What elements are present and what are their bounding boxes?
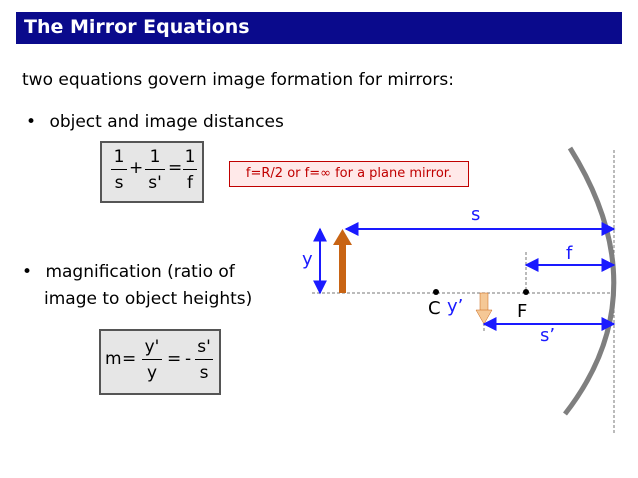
label-y-prime: y’ — [447, 296, 464, 317]
fraction-1-over-f: 1 f — [183, 146, 197, 194]
title-bar: The Mirror Equations — [16, 12, 622, 44]
fraction-numerator: s' — [197, 337, 211, 357]
fraction-bar — [145, 169, 165, 170]
fraction-bar — [111, 169, 127, 170]
bullet-magnification: • magnification (ratio of image to objec… — [22, 259, 252, 313]
concave-mirror — [563, 146, 617, 416]
image-arrow-shaft — [479, 292, 489, 312]
minus-sign: - — [185, 349, 192, 369]
fraction-denominator: s — [199, 363, 209, 383]
fraction-y-prime-over-y: y' y — [142, 336, 162, 384]
label-s: s — [471, 204, 481, 225]
fraction-denominator: s — [114, 173, 124, 193]
label-focal-point: F — [517, 301, 528, 322]
magnification-equation-box: m = y' y = - s' s — [99, 329, 221, 395]
fraction-denominator: f — [187, 173, 193, 193]
bullet-marker: • — [26, 112, 37, 132]
mirror-equation-box: 1 s + 1 s' = 1 f — [100, 141, 204, 203]
intro-text: two equations govern image formation for… — [22, 70, 454, 90]
image-arrow-head — [475, 309, 493, 325]
equals-sign: = — [122, 349, 137, 369]
object-arrow-shaft — [339, 243, 346, 293]
fraction-bar — [195, 359, 213, 360]
fraction-numerator: 1 — [149, 147, 161, 167]
slide-title: The Mirror Equations — [24, 16, 250, 38]
m-symbol: m — [105, 349, 122, 369]
plane-mirror-note: f=R/2 or f=∞ for a plane mirror. — [229, 161, 469, 187]
bullet1-text: object and image distances — [49, 112, 284, 132]
plus-sign: + — [129, 158, 144, 178]
bullet2-line2: image to object heights) — [44, 289, 253, 309]
equals-sign: = — [167, 349, 182, 369]
fraction-numerator: y' — [144, 337, 160, 357]
fraction-1-over-s-prime: 1 s' — [145, 146, 165, 194]
label-f: f — [566, 243, 573, 264]
center-of-curvature-point — [433, 289, 439, 295]
label-s-prime: s’ — [540, 325, 556, 346]
fraction-denominator: s' — [148, 173, 162, 193]
bullet-object-image-distances: • object and image distances — [26, 112, 284, 132]
equals-sign: = — [168, 158, 183, 178]
fraction-bar — [183, 169, 197, 170]
object-arrow-head — [333, 229, 352, 245]
focal-point — [523, 289, 529, 295]
fraction-s-prime-over-s: s' s — [195, 336, 213, 384]
fraction-numerator: 1 — [113, 147, 125, 167]
fraction-numerator: 1 — [184, 147, 196, 167]
fraction-denominator: y — [146, 363, 158, 383]
fraction-1-over-s: 1 s — [111, 146, 127, 194]
label-center-of-curvature: C — [428, 298, 441, 319]
bullet2-line1: magnification (ratio of — [45, 262, 235, 282]
bullet-marker: • — [22, 262, 33, 282]
fraction-bar — [142, 359, 162, 360]
label-y: y — [302, 249, 313, 270]
